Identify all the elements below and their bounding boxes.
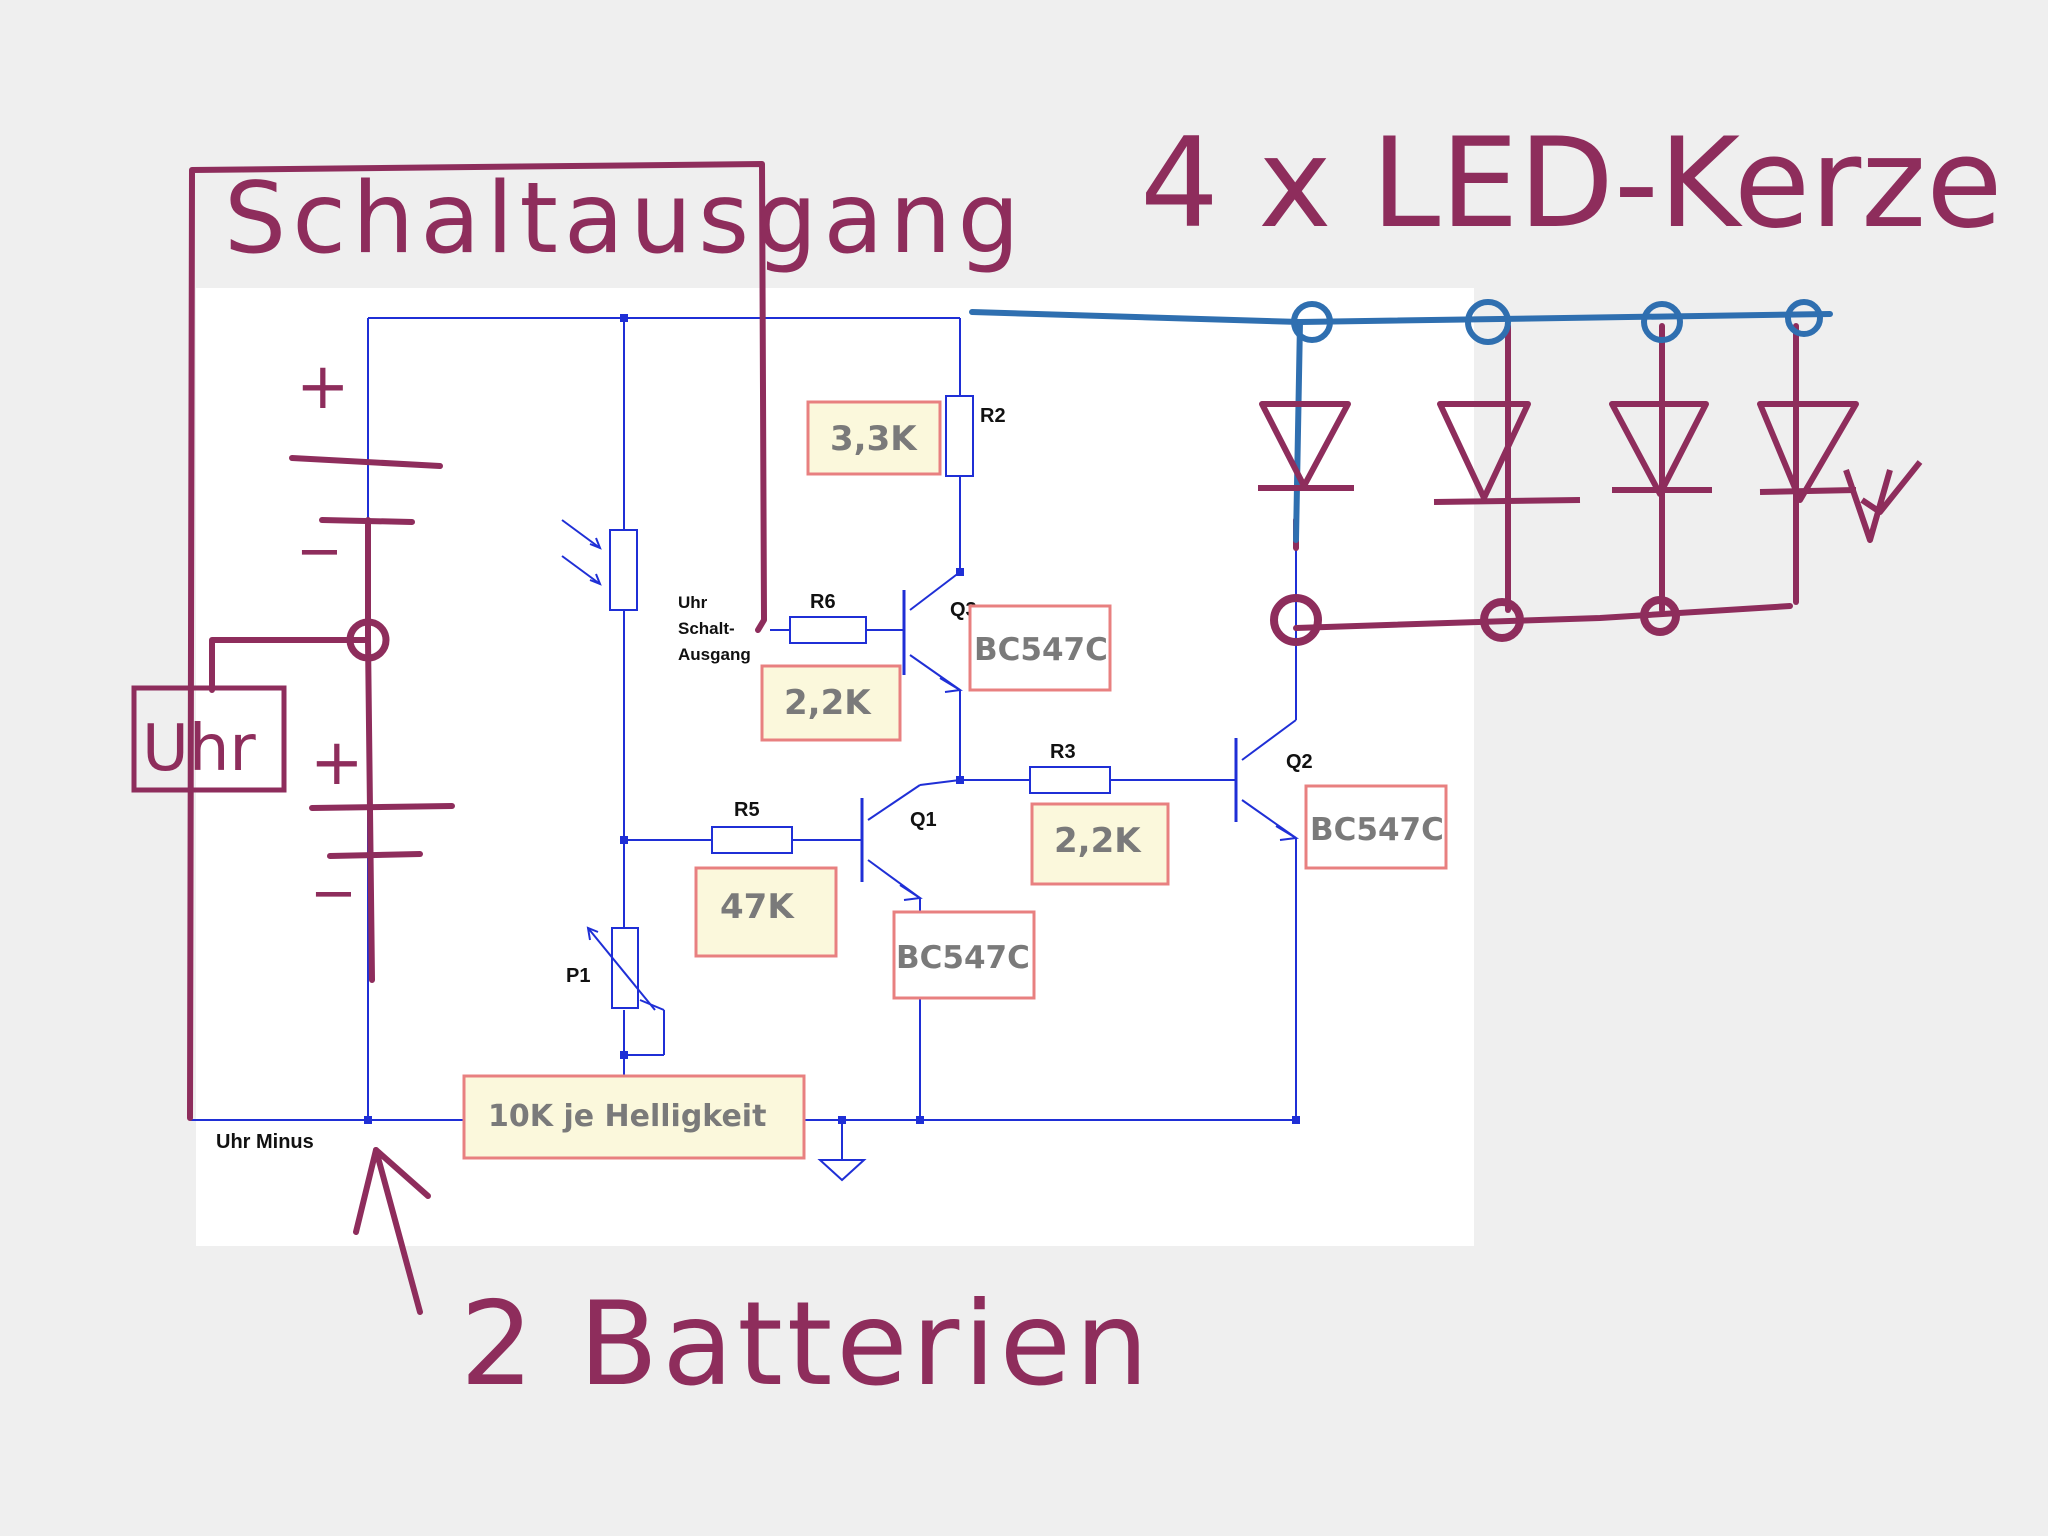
led-icons	[1258, 401, 1923, 646]
led-anode-bus	[969, 299, 1833, 543]
label-clock-minus: Uhr Minus	[216, 1131, 314, 1153]
value-box-r5: 47K	[694, 866, 838, 958]
value-box-p1: 10K je Helligkeit	[462, 1074, 806, 1160]
value-box-r3: 2,2K	[1030, 802, 1170, 886]
value-q2: BC547C	[1310, 812, 1444, 848]
led-1-icon	[1258, 401, 1354, 491]
label-r6: R6	[810, 591, 836, 613]
resistors	[609, 395, 1111, 1009]
value-box-r2: 3,3K	[806, 400, 942, 476]
led-4-icon	[1757, 401, 1923, 543]
handwritten-switch-output: Schaltausgang	[224, 162, 1026, 276]
led-2-icon	[1433, 401, 1581, 505]
value-r6: 2,2K	[784, 683, 872, 723]
resistor-r3	[1029, 766, 1111, 794]
value-r3: 2,2K	[1054, 821, 1142, 861]
battery-junction-icon	[346, 618, 390, 662]
value-boxes: 3,3K 2,2K BC547C 2,2K BC547C 47K BC547C	[462, 400, 1448, 1160]
label-r3: R3	[1050, 741, 1076, 763]
handwritten-clock: Uhr	[142, 712, 256, 786]
value-box-q1: BC547C	[892, 910, 1036, 1000]
value-r5: 47K	[720, 887, 795, 927]
handwritten-plus-top: +	[296, 350, 350, 424]
value-box-q2: BC547C	[1304, 784, 1448, 870]
handwritten-wires	[187, 161, 1799, 1315]
value-p1: 10K je Helligkeit	[488, 1099, 766, 1134]
handwritten-minus-bottom: −	[310, 861, 357, 926]
resistor-r6	[789, 616, 867, 644]
value-q1: BC547C	[896, 940, 1030, 976]
value-q3: BC547C	[974, 632, 1108, 668]
potentiometer-p1	[611, 927, 639, 1009]
junction-dots	[364, 314, 1300, 1124]
resistor-r2	[945, 395, 974, 477]
value-box-r6: 2,2K	[760, 664, 902, 742]
label-q2: Q2	[1286, 751, 1313, 773]
handwritten-batteries: 2 Batterien	[460, 1277, 1152, 1412]
clock-box	[131, 685, 287, 793]
value-r2: 3,3K	[830, 419, 918, 459]
label-clock-output-2: Schalt-	[678, 619, 735, 638]
handwritten-minus-top: −	[296, 519, 343, 584]
label-q1: Q1	[910, 809, 937, 831]
ldr	[609, 529, 638, 611]
handwritten-led-title: 4 x LED-Kerze	[1140, 112, 2003, 256]
potentiometer-arrow-icon	[586, 926, 656, 1011]
handwritten-plus-bottom: +	[310, 726, 364, 800]
light-arrows-icon	[561, 519, 602, 586]
label-r2: R2	[980, 405, 1006, 427]
resistor-r5	[711, 826, 793, 854]
value-box-q3: BC547C	[968, 604, 1112, 692]
label-p1: P1	[566, 965, 590, 987]
led-3-icon	[1609, 401, 1712, 497]
label-r5: R5	[734, 799, 760, 821]
label-clock-output-3: Ausgang	[678, 645, 751, 664]
label-clock-output-1: Uhr	[678, 593, 708, 612]
